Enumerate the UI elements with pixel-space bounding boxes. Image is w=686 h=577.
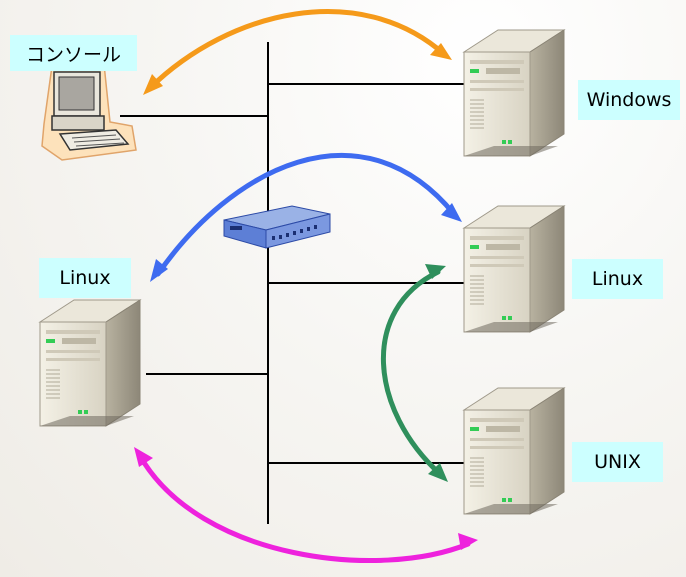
tower-server-icon (463, 205, 565, 333)
magenta-arrowhead-right (458, 533, 478, 550)
magenta-arrowhead-left (134, 447, 153, 467)
green-arrow (380, 269, 443, 477)
tower-server-icon (463, 387, 565, 515)
tower-server-icon (39, 299, 141, 427)
label-linux-right: Linux (572, 259, 663, 299)
network-lines (120, 42, 464, 524)
orange-arrow (147, 9, 447, 91)
label-linux-left: Linux (39, 258, 131, 298)
orange-arrowhead-left (143, 74, 163, 95)
label-unix: UNIX (572, 442, 663, 482)
orange-arrowhead-right (430, 43, 452, 60)
label-console: コンソール (10, 35, 137, 71)
tower-server-icon (463, 29, 565, 157)
green-arrowhead-bottom (428, 463, 448, 482)
green-arrowhead-top (425, 264, 446, 279)
blue-arrowhead-left (150, 259, 168, 282)
blue-arrowhead-right (441, 203, 462, 222)
computer-console-icon (41, 63, 137, 161)
label-windows: Windows (578, 80, 680, 120)
magenta-arrow (137, 453, 471, 564)
blue-arrow (155, 153, 457, 277)
network-hub-icon (223, 205, 331, 249)
